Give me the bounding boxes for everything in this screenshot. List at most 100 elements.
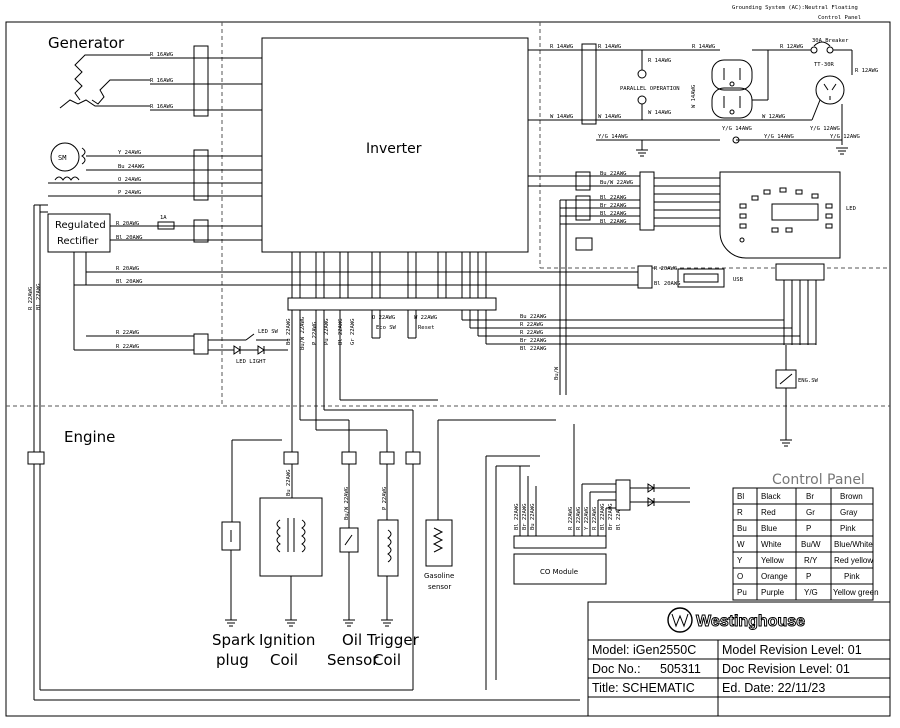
parallel-label: PARALLEL OPERATION — [620, 86, 680, 92]
wire-led-buw: Bu/W 22AWG — [600, 180, 633, 186]
wire-oil-buw: Bu/W 22AWG — [344, 487, 350, 520]
ground-icon-1 — [636, 149, 648, 157]
generator-connector — [193, 45, 209, 117]
ignition-coil-icon — [259, 497, 323, 577]
parallel-operation-terminals — [637, 50, 647, 120]
inverter-bottom-connector — [287, 297, 497, 311]
reset-label: Reset — [418, 325, 435, 331]
wire-co-3: Bu 22AWG — [530, 504, 536, 531]
wire-led-bl1: Bl 22AWG — [600, 195, 627, 201]
led-display-panel — [719, 171, 841, 259]
westinghouse-logo-icon — [667, 607, 693, 633]
doc-no-value: 505311 — [660, 662, 701, 676]
svg-text:R/Y: R/Y — [804, 556, 818, 565]
wire-out-r3: R 14AWG — [692, 44, 715, 50]
wire-eco-o: O 22AWG — [372, 315, 395, 321]
svg-text:Y: Y — [737, 556, 743, 565]
svg-text:Bl: Bl — [737, 492, 744, 501]
wire-sm-o: O 24AWG — [118, 177, 141, 183]
wire-rect-bl: Bl 20AWG — [116, 235, 143, 241]
co-led-icons — [630, 483, 690, 507]
rectifier-label: Rectifier — [57, 236, 99, 247]
wire-out-w2: W 14AWG — [598, 114, 621, 120]
eng-sw-label: ENG.SW — [798, 378, 819, 384]
wire-ctl-r2: R 22AWG — [520, 330, 543, 336]
ground-icon-ign — [285, 619, 297, 627]
svg-text:Pink: Pink — [840, 524, 857, 533]
svg-text:Bu: Bu — [737, 524, 747, 533]
wire-sm-p: P 24AWG — [118, 190, 141, 196]
wire-co-4: R 22AWG — [568, 507, 574, 530]
wire-out-r2: R 14AWG — [598, 44, 621, 50]
wire-out-r4: R 14AWG — [648, 58, 671, 64]
usb-label: USB — [733, 277, 744, 283]
wire-rect-r: R 20AWG — [116, 221, 139, 227]
inverter-label: Inverter — [366, 141, 422, 157]
wire-gen-r2: R 16AWG — [150, 78, 173, 84]
control-bus-lines — [461, 310, 816, 345]
wire-v-gr: Gr 22AWG — [350, 319, 356, 346]
wire-sm-y: Y 24AWG — [118, 150, 141, 156]
wire-w12: W 12AWG — [762, 114, 785, 120]
oil-connector — [341, 451, 357, 465]
ground-icon-oil — [343, 619, 355, 627]
wire-usb-bl2: Bl 20AWG — [116, 279, 143, 285]
ignition-connector — [283, 451, 299, 465]
wire-v-bu: Bu 22AWG — [286, 319, 292, 346]
usb-port-icon — [677, 268, 725, 288]
model-revision-field: Model Revision Level: 01 — [722, 643, 862, 657]
wire-v-bl: Bl 22AWG — [338, 319, 344, 346]
engine-label: Engine — [64, 428, 115, 446]
oil-label-1: Oil — [342, 631, 362, 649]
trigger-label-1: Trigger — [366, 631, 420, 649]
svg-text:Br: Br — [806, 492, 814, 501]
svg-text:W: W — [737, 540, 745, 549]
tt30r-label: TT-30R — [814, 62, 835, 68]
svg-text:Yellow: Yellow — [761, 556, 784, 565]
ground-icon-spark — [225, 619, 237, 627]
inverter-block — [261, 37, 529, 253]
wire-led-bl3: Bl 22AWG — [600, 219, 627, 225]
wire-out-yg: Y/G 14AWG — [598, 134, 628, 140]
wire-r12b: R 12AWG — [855, 68, 878, 74]
led-light-label: LED LIGHT — [236, 359, 266, 365]
wire-usb-bl: Bl 20AWG — [654, 281, 681, 287]
led-switch-icon — [208, 333, 288, 341]
svg-text:Brown: Brown — [840, 492, 863, 501]
wire-co-10: Bl 22AWG — [616, 504, 622, 531]
led-sw-label: LED SW — [258, 329, 279, 335]
eco-sw-label: Eco SW — [376, 325, 397, 331]
wire-lsw-r2: R 22AWG — [116, 344, 139, 350]
wire-co-6: Y 22AWG — [584, 507, 590, 530]
led-connector-c — [639, 171, 655, 231]
wire-usb-r2: R 20AWG — [116, 266, 139, 272]
wire-r12: R 12AWG — [780, 44, 803, 50]
gasoline-label-2: sensor — [428, 583, 451, 591]
svg-text:Yellow green: Yellow green — [833, 588, 879, 597]
svg-text:P: P — [806, 572, 811, 581]
svg-text:P: P — [806, 524, 811, 533]
wire-ctl-r: R 22AWG — [520, 322, 543, 328]
svg-text:Black: Black — [761, 492, 782, 501]
title-block — [587, 601, 891, 717]
svg-text:Gr: Gr — [806, 508, 815, 517]
sm-connector — [193, 149, 209, 201]
model-field: Model: iGen2550C — [592, 643, 696, 657]
ground-icon-2 — [836, 147, 848, 155]
color-legend-table — [732, 487, 874, 601]
co-wires — [485, 424, 616, 690]
svg-text:Blue: Blue — [761, 524, 778, 533]
wire-out-w: W 14AWG — [550, 114, 573, 120]
zone-boundaries — [6, 22, 890, 407]
wire-left-bl: Bl 22AWG — [36, 284, 42, 311]
usb-connector — [637, 265, 653, 289]
legend-title: Control Panel — [772, 472, 865, 488]
doc-no-label: Doc No.: — [592, 662, 641, 676]
wire-co-2: Br 22AWG — [522, 504, 528, 531]
svg-text:O: O — [737, 572, 743, 581]
wire-out-r: R 14AWG — [550, 44, 573, 50]
regulated-label: Regulated — [55, 220, 106, 231]
